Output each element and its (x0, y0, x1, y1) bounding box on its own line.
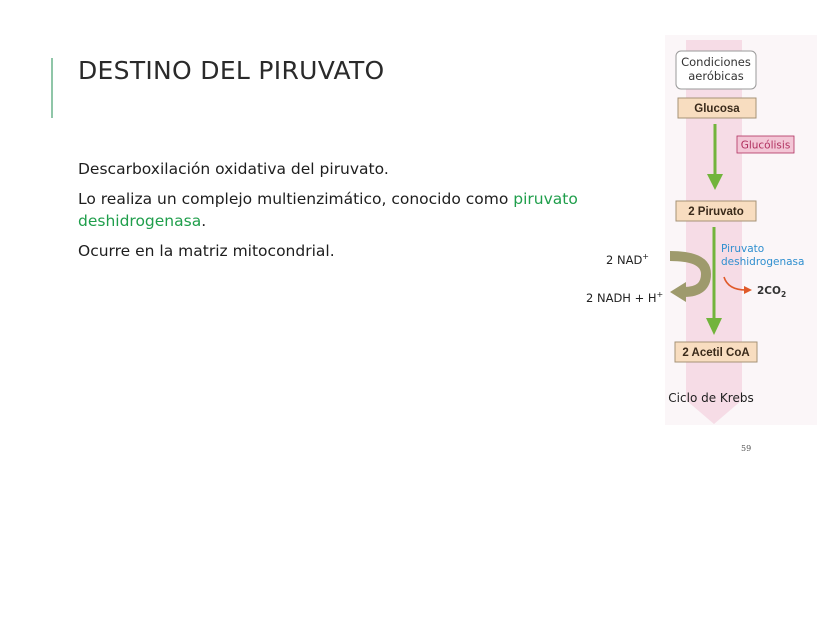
aerobic-line-1: Condiciones (681, 55, 751, 69)
nad-reduction-arrow (669, 251, 712, 302)
pyruvate-box: 2 Piruvato (675, 200, 757, 222)
glucose-box: Glucosa (677, 97, 757, 119)
acetyl-coa-label: 2 Acetil CoA (682, 347, 749, 359)
paragraph-2-text: Lo realiza un complejo multienzimático, … (78, 190, 514, 208)
page-number: 59 (741, 444, 752, 453)
acetyl-coa-box: 2 Acetil CoA (674, 341, 758, 363)
pyruvate-label: 2 Piruvato (688, 206, 744, 218)
nad-text: 2 NAD (606, 253, 642, 267)
nadh-superscript: + (657, 290, 664, 299)
nad-superscript: + (642, 252, 649, 261)
title-accent-bar (51, 58, 53, 118)
slide-title: DESTINO DEL PIRUVATO (78, 56, 385, 85)
nadh-text: 2 NADH + H (586, 291, 657, 305)
krebs-cycle-label: Ciclo de Krebs (668, 391, 753, 405)
co2-subscript: 2 (781, 290, 786, 299)
nad-label: 2 NAD+ (606, 252, 649, 267)
enzyme-label-line-2: deshidrogenasa (721, 256, 804, 268)
glucose-label: Glucosa (694, 103, 740, 115)
paragraph-2-end: . (201, 212, 207, 230)
glycolysis-label: Glucólisis (741, 140, 791, 152)
enzyme-highlight: piruvato deshidrogenasa (78, 190, 578, 230)
decarboxylation-arrow (706, 227, 722, 335)
paragraph-2: Lo realiza un complejo multienzimático, … (78, 188, 618, 232)
glycolysis-label-box: Glucólisis (736, 135, 795, 154)
aerobic-line-2: aeróbicas (688, 69, 744, 83)
slide-body: Descarboxilación oxidativa del piruvato.… (78, 158, 618, 270)
paragraph-1: Descarboxilación oxidativa del piruvato. (78, 160, 389, 178)
co2-text: 2CO (757, 285, 781, 297)
paragraph-3: Ocurre en la matriz mitocondrial. (78, 242, 335, 260)
glycolysis-arrow (707, 124, 723, 190)
co2-label: 2CO2 (757, 285, 786, 299)
aerobic-conditions-box: Condiciones aeróbicas (675, 50, 757, 90)
enzyme-label-line-1: Piruvato (721, 243, 764, 255)
nadh-label: 2 NADH + H+ (586, 290, 663, 305)
co2-release-arrow (723, 276, 752, 294)
